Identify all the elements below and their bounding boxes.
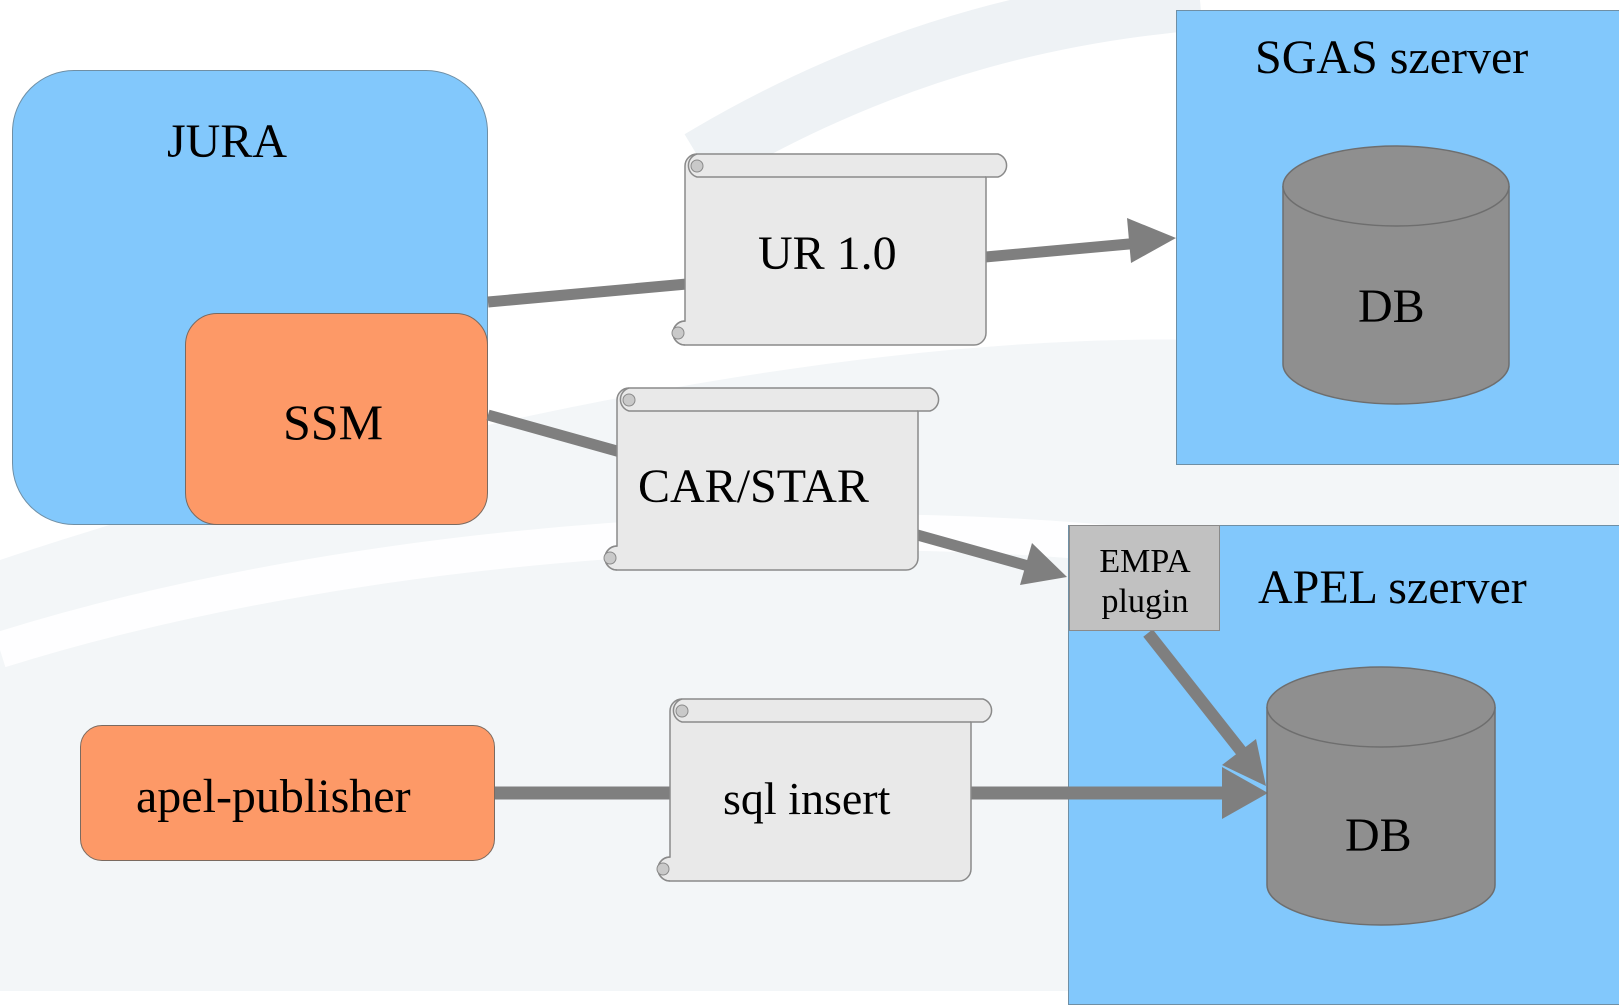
apel-publisher-label: apel-publisher — [136, 770, 411, 823]
sgas-db-cylinder — [1282, 145, 1510, 405]
car-star-message-label: CAR/STAR — [638, 460, 869, 513]
ur-message-label: UR 1.0 — [758, 227, 897, 280]
apel-db-cylinder — [1266, 666, 1496, 926]
sql-insert-message-label: sql insert — [723, 773, 891, 824]
ssm-label: SSM — [283, 394, 384, 450]
jura-label: JURA — [167, 115, 288, 168]
sgas-db-label: DB — [1358, 280, 1425, 333]
arrow-empa-to-db — [1143, 629, 1266, 786]
empa-plugin-label: EMPA plugin — [1099, 543, 1191, 620]
document-sql-insert — [656, 698, 993, 882]
ssm-component — [185, 313, 488, 525]
apel-publisher-component — [80, 725, 495, 861]
empa-plugin-component — [1069, 525, 1220, 631]
apel-db-label: DB — [1345, 809, 1412, 862]
sgas-server-label: SGAS szerver — [1255, 31, 1529, 84]
document-car-star — [603, 387, 940, 571]
document-ur-1-0 — [671, 153, 1008, 346]
apel-server-label: APEL szerver — [1258, 561, 1527, 614]
